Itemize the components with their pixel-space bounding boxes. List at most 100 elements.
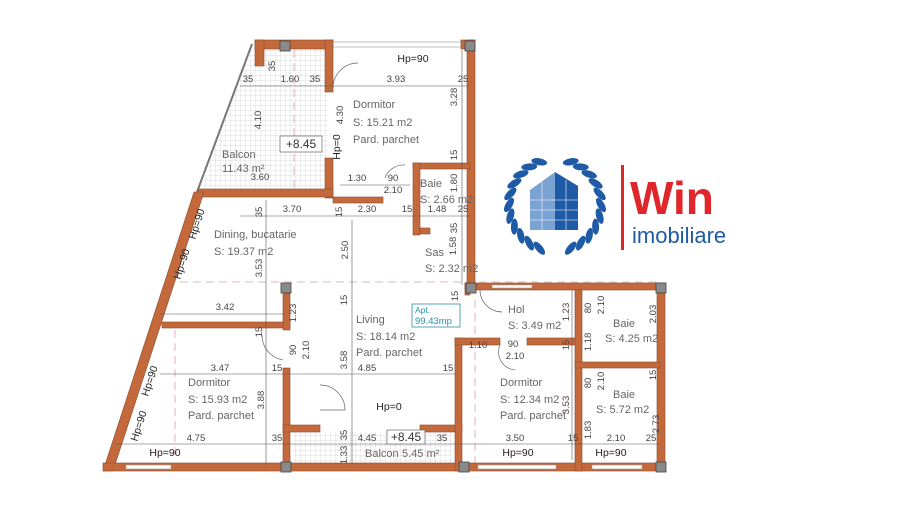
dimension-label: 25 <box>458 74 469 85</box>
dimension-label: 1.30 <box>348 173 367 184</box>
dimension-label: 3.28 <box>449 88 460 107</box>
dimension-label: 1.58 <box>448 237 459 256</box>
dimension-label: 15 <box>402 204 413 215</box>
room-floor: Pard. parchet <box>356 347 422 359</box>
logo-subtitle: imobiliare <box>632 223 726 248</box>
laurel-leaf <box>521 163 538 171</box>
dimension-label: 3.53 <box>561 396 572 415</box>
laurel-leaf <box>507 178 522 189</box>
dimension-label: 15 <box>334 207 345 218</box>
room-area: S: 2.32 m2 <box>425 263 478 275</box>
dimension-label: 3.88 <box>256 391 267 410</box>
laurel-leaf <box>585 227 593 244</box>
dimension-label: 1.83 <box>583 421 594 440</box>
laurel-leaf <box>524 235 534 251</box>
doors <box>261 62 516 411</box>
laurel-leaf <box>593 187 606 201</box>
room-labels: Balcon 11.43 m² Dormitor S: 15.21 m2 Pard. p… <box>188 99 658 460</box>
room-name: Dormitor <box>500 377 543 389</box>
dimension-label: 4.75 <box>187 433 206 444</box>
dimension-label: 4.10 <box>253 111 264 130</box>
laurel-leaf <box>510 218 518 235</box>
dimension-label: 35 <box>243 74 254 85</box>
height-label: Hp=90 <box>595 447 626 459</box>
dimension-label: 35 <box>254 207 265 218</box>
laurel-leaf <box>562 158 579 166</box>
room-area: S: 5.72 m2 <box>596 404 649 416</box>
laurel-leaf <box>581 170 597 179</box>
laurel-leaf <box>504 187 517 201</box>
room-name: Balcon <box>365 448 399 460</box>
dimension-label: 3.53 <box>254 259 265 278</box>
room-area: S: 15.93 m2 <box>188 394 247 406</box>
dimension-label: 2.03 <box>648 305 659 324</box>
apartment-area: 99.43mp <box>415 316 452 327</box>
dimension-label: 25 <box>458 204 469 215</box>
dimension-label: 35 <box>267 61 278 72</box>
dimension-label: 4.30 <box>335 106 346 125</box>
dimension-label: 2.10 <box>596 372 607 391</box>
dimension-label: 3.60 <box>251 172 270 183</box>
dimension-label: 2.30 <box>358 204 377 215</box>
dimension-label: 2.10 <box>384 185 403 196</box>
laurel-leaf <box>588 178 603 189</box>
elevation-label: +8.45 <box>286 137 317 151</box>
apartment-label: Apt. <box>415 305 430 315</box>
laurel-leaf <box>506 208 515 224</box>
dimension-label: 90 <box>388 173 399 184</box>
laurel-leaf <box>592 218 600 235</box>
room-area: S: 19.37 m2 <box>214 246 273 258</box>
height-label: Hp=90 <box>397 53 428 65</box>
laurel-leaf <box>564 241 577 255</box>
room-name: Dining, bucatarie <box>214 229 297 241</box>
room-name: Dormitor <box>353 99 396 111</box>
dimension-label: 4.85 <box>358 363 377 374</box>
dimension-label: 2.50 <box>340 241 351 260</box>
dimension-label: 35 <box>310 74 321 85</box>
dimension-label: 1.23 <box>561 303 572 322</box>
logo-brand: Win <box>630 172 714 224</box>
room-floor: Pard. parchet <box>353 134 419 146</box>
room-area: S: 12.34 m2 <box>500 394 559 406</box>
dimension-label: 35 <box>449 223 460 234</box>
dimension-label: 80 <box>583 378 594 389</box>
room-area: 11.43 m² <box>222 163 265 175</box>
dimension-label: 15 <box>443 363 454 374</box>
dimension-label: 1.33 <box>339 446 350 465</box>
dimension-label: 4.45 <box>358 433 377 444</box>
room-name: Baie <box>613 318 635 330</box>
laurel-leaf <box>531 158 548 166</box>
elevation-box-bottom <box>386 429 426 445</box>
dimension-label: 15 <box>449 150 460 161</box>
dimension-label: 1.48 <box>428 204 447 215</box>
height-label: Hp=90 <box>502 447 533 459</box>
room-area: S: 2.66 m2 <box>420 194 473 206</box>
dimension-label: 2.10 <box>607 433 626 444</box>
room-name: Sas <box>425 247 444 259</box>
logo-divider <box>621 165 624 250</box>
room-area: 5.45 m² <box>402 448 440 460</box>
apartment-total-box <box>411 303 461 328</box>
dimension-label: 15 <box>568 433 579 444</box>
dimension-label: 25 <box>646 433 657 444</box>
dimension-label: 2.73 <box>651 415 662 434</box>
room-name: Hol <box>508 304 525 316</box>
room-floor: Pard. parchet <box>188 410 254 422</box>
height-label: Hp=90 <box>149 447 180 459</box>
dimension-label: 35 <box>437 433 448 444</box>
laurel-leaf <box>513 170 529 179</box>
dimension-label: 15 <box>254 327 265 338</box>
dimension-label: 90 <box>508 339 519 350</box>
dimension-label: 15 <box>648 370 659 381</box>
laurel-leaf <box>503 197 515 213</box>
dimension-label: 2.10 <box>301 341 312 360</box>
dimension-label: 1.18 <box>583 333 594 352</box>
room-area: S: 15.21 m2 <box>353 117 412 129</box>
laurel-leaf <box>595 197 607 213</box>
dimension-label: 35 <box>272 433 283 444</box>
height-label: Hp=0 <box>331 134 343 160</box>
axis-lines <box>174 50 660 470</box>
dimension-label: 1.80 <box>449 174 460 193</box>
